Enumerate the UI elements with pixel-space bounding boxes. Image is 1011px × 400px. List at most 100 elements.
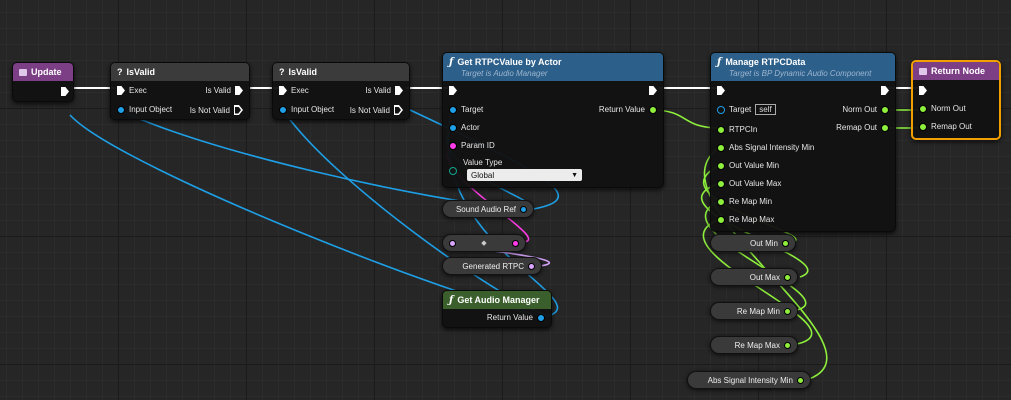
exec-out-pin[interactable]	[649, 86, 657, 95]
param-id-label: Param ID	[461, 141, 495, 150]
generated-rtpc-node[interactable]: Generated RTPC	[442, 257, 542, 275]
exec-in-row[interactable]	[919, 86, 927, 95]
is-valid-pin[interactable]	[395, 86, 403, 95]
name-out-pin[interactable]	[511, 239, 519, 247]
return-value-row[interactable]: Return Value	[599, 105, 657, 114]
remap-max-row[interactable]: Re Map Max	[717, 215, 774, 224]
norm-out-label: Norm Out	[931, 104, 966, 113]
out-max-var-pin[interactable]	[784, 273, 791, 281]
input-object-pin[interactable]	[279, 105, 287, 114]
isvalid-node-1[interactable]: ? IsValid Exec Is Valid Input Object Is …	[110, 62, 250, 120]
param-id-row[interactable]: Param ID	[449, 141, 495, 150]
target-pin[interactable]	[449, 105, 457, 114]
exec-in-row[interactable]	[449, 86, 457, 95]
remap-min-var-pin[interactable]	[784, 307, 791, 315]
out-min-var-pin[interactable]	[782, 239, 789, 247]
get-audio-manager-node[interactable]: ƒ Get Audio Manager Return Value	[442, 290, 552, 328]
exec-in-row[interactable]: Exec	[279, 86, 309, 95]
abs-min-row[interactable]: Abs Signal Intensity Min	[717, 143, 814, 152]
exec-in-pin[interactable]	[449, 86, 457, 95]
exec-out-pin[interactable]	[61, 87, 69, 96]
target-row[interactable]: Target	[449, 105, 483, 114]
update-exec-out[interactable]	[61, 87, 69, 96]
target-row[interactable]: Target self	[717, 104, 776, 115]
out-min-row[interactable]: Out Value Min	[717, 161, 779, 170]
remap-out-pin[interactable]	[919, 122, 927, 131]
remap-min-row[interactable]: Re Map Min	[717, 197, 772, 206]
is-not-valid-row[interactable]: Is Not Valid	[190, 105, 243, 115]
remap-out-pin[interactable]	[881, 123, 889, 132]
remap-out-row[interactable]: Remap Out	[919, 122, 972, 131]
param-id-pin[interactable]	[449, 141, 457, 150]
norm-out-pin[interactable]	[919, 104, 927, 113]
remap-max-label: Re Map Max	[729, 215, 775, 224]
exec-out-row[interactable]	[649, 86, 657, 95]
exec-in-pin[interactable]	[717, 86, 725, 95]
exec-in-row[interactable]	[717, 86, 725, 95]
out-min-var-node[interactable]: Out Min	[710, 234, 796, 252]
value-type-selected: Global	[471, 170, 495, 180]
abs-min-var-pin[interactable]	[797, 376, 804, 384]
actor-row[interactable]: Actor	[449, 123, 480, 132]
manage-rtpc-node[interactable]: ƒ Manage RTPCData Target is BP Dynamic A…	[710, 52, 896, 232]
out-max-label: Out Value Max	[729, 179, 782, 188]
abs-min-pin[interactable]	[717, 143, 725, 152]
out-max-var-node[interactable]: Out Max	[710, 268, 798, 286]
exec-in-pin[interactable]	[279, 86, 287, 95]
input-object-label: Input Object	[291, 105, 335, 114]
abs-min-var-node[interactable]: Abs Signal Intensity Min	[687, 371, 811, 389]
return-value-row[interactable]: Return Value	[487, 313, 545, 322]
exec-in-pin[interactable]	[919, 86, 927, 95]
target-pin[interactable]	[717, 105, 725, 114]
name-literal-node[interactable]: ◆	[442, 234, 526, 252]
value-type-pin-row[interactable]	[449, 167, 457, 175]
isvalid-node-2[interactable]: ? IsValid Exec Is Valid Input Object Is …	[272, 62, 410, 120]
remap-max-var-pin[interactable]	[784, 341, 791, 349]
target-label: Target	[729, 105, 752, 114]
remap-max-var-node[interactable]: Re Map Max	[710, 336, 798, 354]
is-valid-row[interactable]: Is Valid	[205, 86, 243, 95]
name-in-pin[interactable]	[449, 239, 456, 247]
actor-pin[interactable]	[449, 123, 457, 132]
exec-in-pin[interactable]	[117, 86, 125, 95]
manage-rtpc-header: ƒ Manage RTPCData Target is BP Dynamic A…	[711, 53, 895, 81]
generated-rtpc-pin[interactable]	[528, 262, 535, 270]
return-node[interactable]: Return Node Norm Out Remap Out	[911, 60, 1001, 140]
exec-out-pin[interactable]	[881, 86, 889, 95]
input-object-row[interactable]: Input Object	[117, 105, 172, 114]
is-valid-row[interactable]: Is Valid	[365, 86, 403, 95]
exec-in-row[interactable]: Exec	[117, 86, 147, 95]
float-wire	[700, 182, 809, 278]
remap-min-var-node[interactable]: Re Map Min	[710, 302, 798, 320]
get-rtpc-node[interactable]: ƒ Get RTPCValue by Actor Target is Audio…	[442, 52, 664, 188]
value-type-label: Value Type	[463, 158, 503, 167]
is-not-valid-row[interactable]: Is Not Valid	[350, 105, 403, 115]
update-node[interactable]: Update	[12, 62, 74, 102]
sound-audio-ref-pin[interactable]	[520, 205, 527, 213]
is-valid-pin[interactable]	[235, 86, 243, 95]
is-not-valid-label: Is Not Valid	[349, 105, 390, 115]
rtpcin-pin[interactable]	[717, 125, 725, 134]
norm-out-label: Norm Out	[842, 105, 877, 114]
norm-out-row[interactable]: Norm Out	[919, 104, 966, 113]
remap-min-pin[interactable]	[717, 197, 725, 206]
return-value-pin[interactable]	[649, 105, 657, 114]
input-object-pin[interactable]	[117, 105, 125, 114]
exec-out-row[interactable]	[881, 86, 889, 95]
remap-out-row[interactable]: Remap Out	[836, 123, 889, 132]
rtpcin-row[interactable]: RTPCIn	[717, 125, 757, 134]
sound-audio-ref-node[interactable]: Sound Audio Ref	[442, 200, 534, 218]
out-max-pin[interactable]	[717, 179, 725, 188]
input-object-row[interactable]: Input Object	[279, 105, 334, 114]
out-min-pin[interactable]	[717, 161, 725, 170]
remap-max-pin[interactable]	[717, 215, 725, 224]
value-type-dropdown[interactable]: Global ▼	[467, 169, 582, 181]
value-type-pin[interactable]	[449, 167, 457, 175]
norm-out-row[interactable]: Norm Out	[842, 105, 889, 114]
norm-out-pin[interactable]	[881, 105, 889, 114]
is-not-valid-pin[interactable]	[394, 105, 403, 115]
self-box[interactable]: self	[755, 104, 776, 115]
return-value-pin[interactable]	[537, 313, 545, 322]
is-not-valid-pin[interactable]	[234, 105, 243, 115]
out-max-row[interactable]: Out Value Max	[717, 179, 781, 188]
